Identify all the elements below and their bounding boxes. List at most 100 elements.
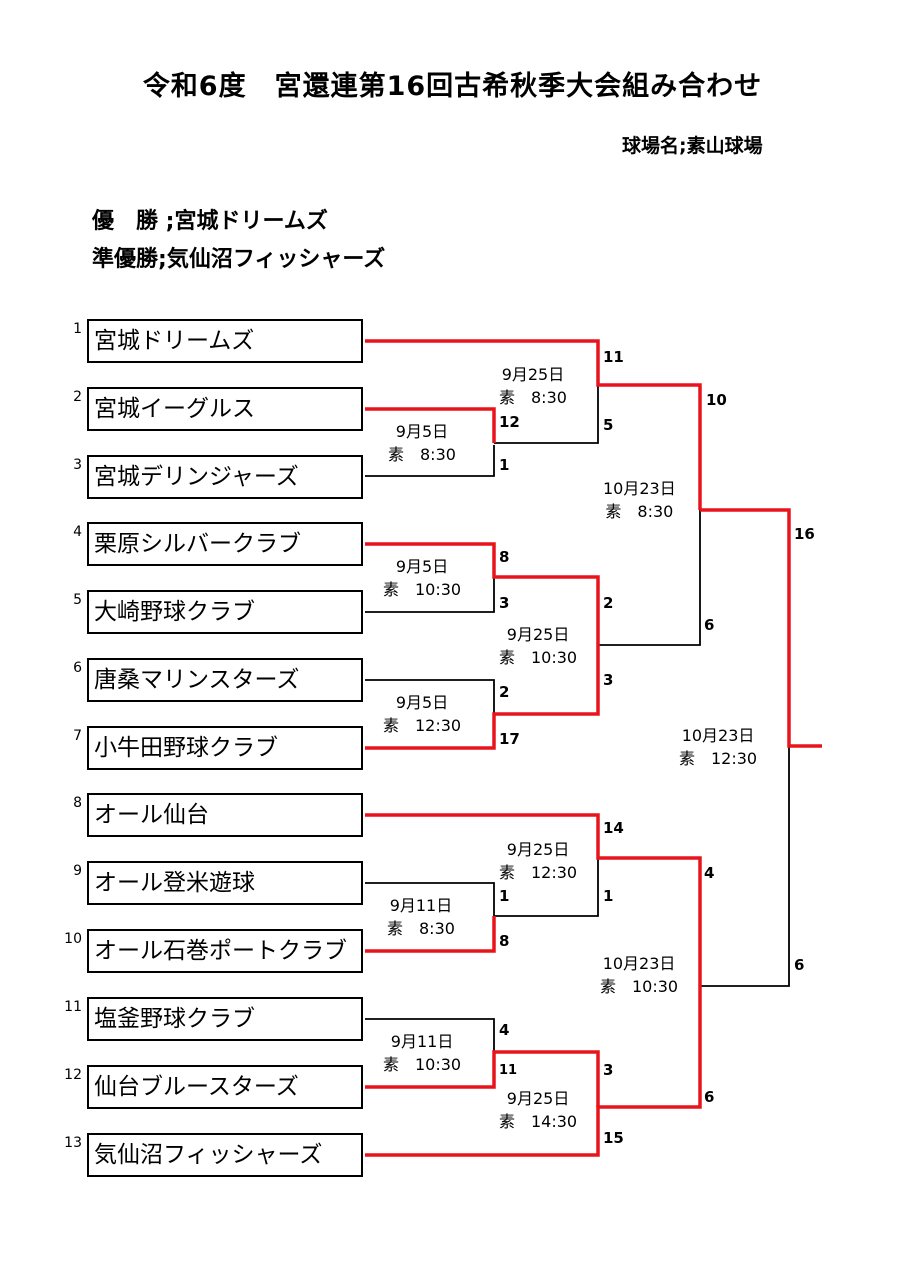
match-schedule: 9月5日素 10:30 [383, 555, 461, 601]
match-time: 素 8:30 [605, 502, 674, 521]
match-date: 9月5日 [395, 422, 449, 441]
losing-lines [365, 385, 790, 1052]
line-team3 [365, 445, 495, 477]
score-label: 1 [499, 887, 510, 905]
runner-up-team: 気仙沼フィッシャーズ [166, 247, 386, 272]
team-box-3: 宮城デリンジャーズ [87, 455, 363, 499]
match-schedule: 10月23日素 8:30 [603, 477, 676, 523]
match-date: 9月11日 [389, 896, 453, 915]
score-label: 6 [704, 616, 715, 634]
team-box-11: 塩釜野球クラブ [87, 997, 363, 1041]
score-label: 1 [603, 887, 614, 905]
seed-number: 8 [73, 795, 82, 811]
line-team10 [365, 916, 496, 953]
line-team5 [365, 577, 495, 613]
winner-label: 優 勝 [92, 209, 159, 234]
team-box-5: 大崎野球クラブ [87, 590, 363, 634]
seed-number: 12 [64, 1067, 82, 1083]
team-box-7: 小牛田野球クラブ [87, 726, 363, 770]
match-date: 10月23日 [603, 479, 676, 498]
match-time: 素 8:30 [499, 388, 567, 407]
team-box-13: 気仙沼フィッシャーズ [87, 1133, 363, 1177]
match-date: 9月5日 [395, 693, 449, 712]
line-team12 [365, 1050, 600, 1107]
match-date: 9月11日 [390, 1032, 454, 1051]
score-label: 4 [499, 1021, 510, 1039]
page-title: 令和6度 宮還連第16回古希秋季大会組み合わせ [142, 71, 763, 102]
score-label: 6 [704, 1088, 715, 1106]
winner-line: 優 勝 ;宮城ドリームズ [92, 209, 328, 234]
score-label: 14 [603, 819, 624, 837]
line-team1 [365, 339, 702, 510]
match-time: 素 10:30 [600, 977, 679, 996]
winner-team: 宮城ドリームズ [174, 209, 328, 234]
score-label: 3 [603, 671, 614, 689]
match-time: 素 12:30 [499, 863, 578, 882]
score-label: 2 [603, 594, 614, 612]
team-box-2: 宮城イーグルス [87, 387, 363, 431]
match-date: 10月23日 [602, 954, 676, 973]
match-schedule: 9月5日素 12:30 [383, 691, 461, 737]
seed-number: 11 [64, 999, 82, 1015]
match-time: 素 10:30 [383, 580, 462, 599]
runner-up-label: 準優勝 [92, 247, 159, 272]
match-schedule: 9月5日素 8:30 [388, 420, 456, 466]
team-box-1: 宮城ドリームズ [87, 319, 363, 363]
line-sf1-loser [598, 510, 701, 646]
seed-number: 1 [73, 321, 82, 337]
match-date: 9月5日 [395, 557, 449, 576]
match-time: 素 12:30 [383, 716, 462, 735]
seed-number: 5 [73, 592, 82, 608]
score-label: 11 [499, 1063, 518, 1078]
seed-number: 3 [73, 457, 82, 473]
match-time: 素 8:30 [388, 445, 456, 464]
match-schedule: 10月23日素 10:30 [600, 952, 678, 998]
score-label: 16 [794, 525, 815, 543]
winning-lines [365, 339, 822, 1157]
match-date: 10月23日 [681, 726, 755, 745]
line-team6 [365, 679, 495, 714]
seed-number: 10 [64, 931, 82, 947]
seed-number: 6 [73, 660, 82, 676]
score-label: 4 [704, 864, 715, 882]
match-schedule: 9月25日素 14:30 [499, 1087, 577, 1133]
match-time: 素 14:30 [499, 1112, 578, 1131]
line-team8 [365, 813, 702, 986]
team-box-9: オール登米遊球 [87, 861, 363, 905]
score-label: 8 [499, 932, 510, 950]
score-label: 11 [603, 348, 624, 366]
line-sf1-winner [700, 508, 822, 748]
venue-label: 球場名;素山球場 [622, 135, 763, 157]
line-team2 [365, 407, 496, 443]
team-box-12: 仙台ブルースターズ [87, 1065, 363, 1109]
line-team7 [365, 645, 600, 750]
seed-number: 9 [73, 863, 82, 879]
team-box-6: 唐桑マリンスターズ [87, 658, 363, 702]
score-label: 17 [499, 730, 520, 748]
line-qf3-loser [494, 858, 599, 917]
score-label: 10 [706, 391, 727, 409]
seed-number: 2 [73, 389, 82, 405]
line-team11 [365, 1018, 495, 1052]
seed-number: 7 [73, 728, 82, 744]
match-schedule: 9月25日素 12:30 [499, 838, 577, 884]
team-box-8: オール仙台 [87, 793, 363, 837]
match-time: 素 8:30 [387, 919, 455, 938]
match-date: 9月25日 [501, 365, 565, 384]
match-time: 素 10:30 [499, 648, 578, 667]
line-team13 [365, 986, 702, 1157]
runner-up-line: 準優勝;気仙沼フィッシャーズ [92, 247, 386, 272]
score-label: 15 [603, 1129, 624, 1147]
score-label: 3 [603, 1061, 614, 1079]
score-label: 12 [499, 413, 520, 431]
score-label: 6 [794, 956, 805, 974]
match-schedule: 9月11日素 8:30 [387, 894, 455, 940]
seed-number: 4 [73, 524, 82, 540]
match-date: 9月25日 [506, 1089, 570, 1108]
match-time: 素 10:30 [383, 1055, 462, 1074]
score-label: 8 [499, 548, 510, 566]
line-qf1-loser [494, 385, 599, 444]
team-box-4: 栗原シルバークラブ [87, 522, 363, 566]
